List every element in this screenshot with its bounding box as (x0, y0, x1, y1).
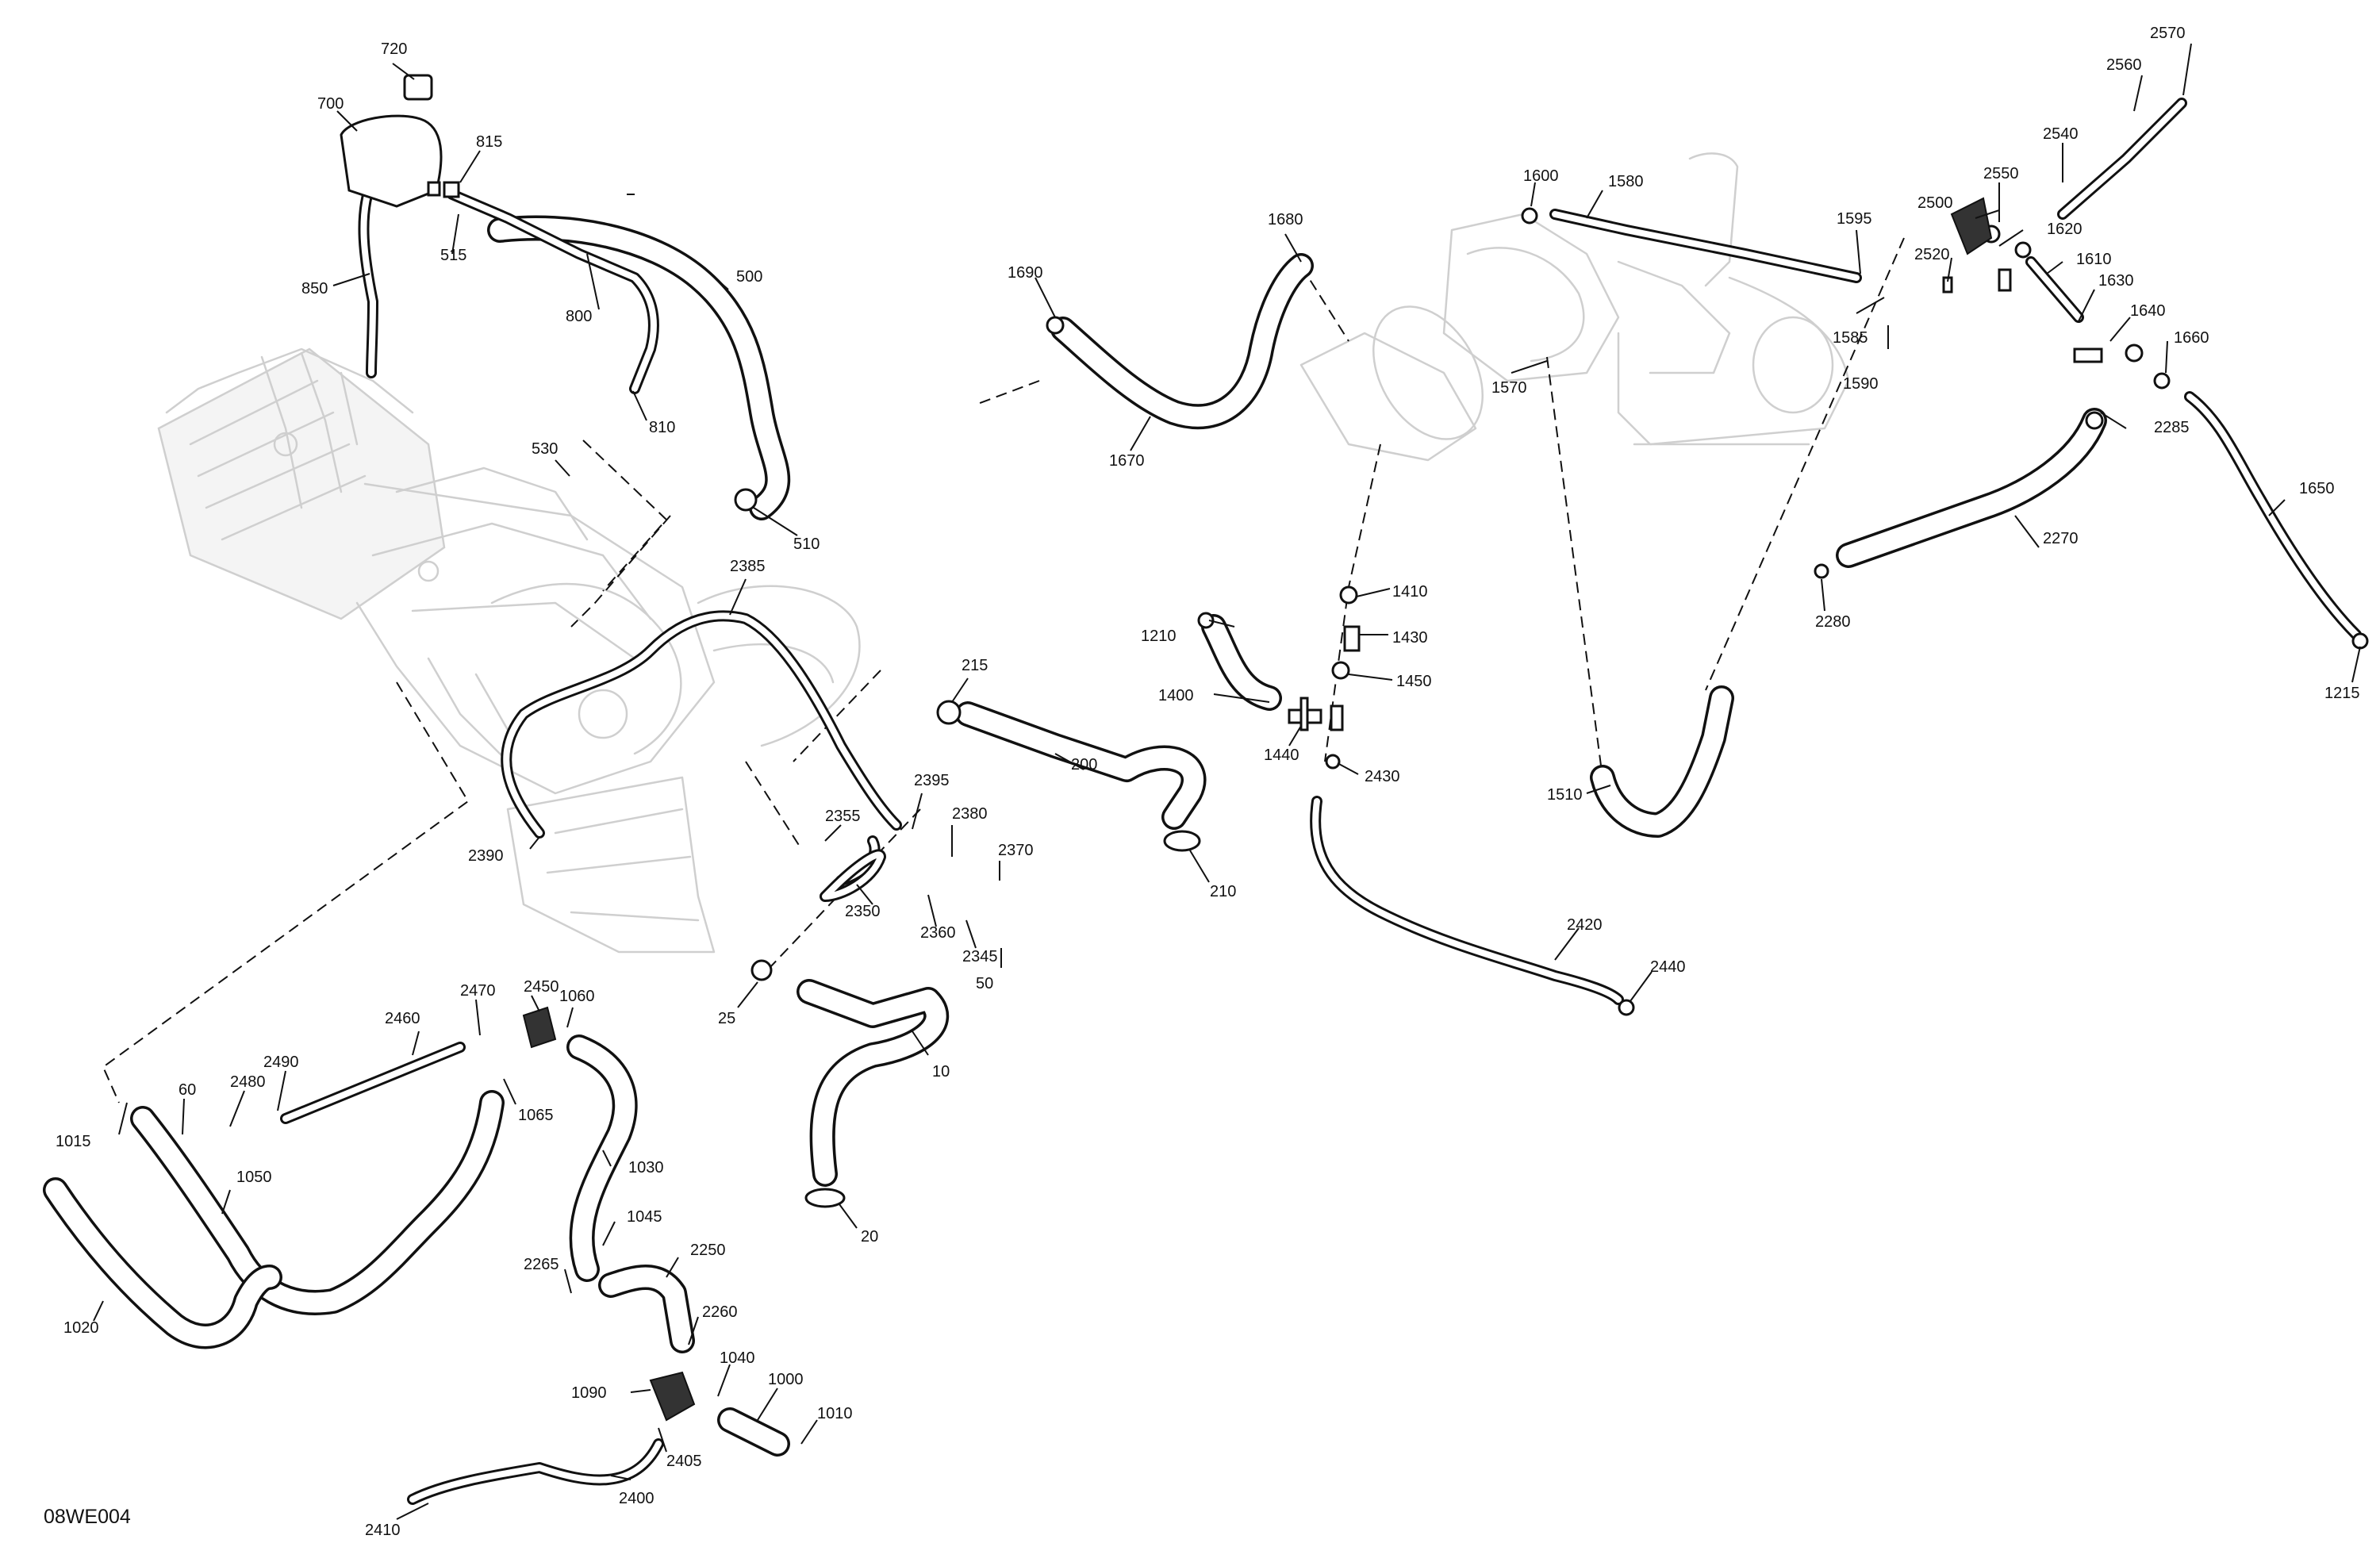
callout-1640: 1640 (2130, 302, 2166, 320)
callout-2480: 2480 (230, 1073, 266, 1091)
callout-2385: 2385 (730, 558, 766, 575)
callout-1430: 1430 (1392, 629, 1428, 647)
callout-1680: 1680 (1268, 211, 1303, 228)
callout-800: 800 (566, 308, 592, 325)
callout-2410: 2410 (365, 1522, 401, 1539)
callout-2560: 2560 (2106, 56, 2142, 74)
callout-2570: 2570 (2150, 25, 2186, 42)
thin-tubes (280, 98, 2362, 1505)
callout-1000: 1000 (768, 1371, 804, 1388)
callout-labels: 720 700 815 850 515 800 500 810 530 510 2385 2390 21… (56, 25, 2360, 1539)
callout-2430: 2430 (1365, 768, 1400, 785)
callout-2520: 2520 (1914, 246, 1950, 263)
callout-2390: 2390 (468, 847, 504, 865)
callout-10: 10 (932, 1063, 950, 1080)
callout-510: 510 (793, 535, 820, 553)
callout-2380: 2380 (952, 805, 988, 823)
callout-1090: 1090 (571, 1384, 607, 1402)
callout-1570: 1570 (1491, 379, 1527, 397)
callout-2405: 2405 (666, 1453, 702, 1470)
callout-1585: 1585 (1833, 329, 1868, 347)
callout-515: 515 (440, 247, 466, 264)
callout-1040: 1040 (720, 1349, 755, 1367)
callout-1060: 1060 (559, 988, 595, 1005)
callout-1440: 1440 (1264, 747, 1299, 764)
callout-1690: 1690 (1008, 264, 1043, 282)
callout-850: 850 (301, 280, 328, 297)
leader-lines (93, 43, 2361, 1520)
callout-1065: 1065 (518, 1107, 554, 1124)
callout-200: 200 (1071, 756, 1097, 773)
callout-1660: 1660 (2174, 329, 2209, 347)
callout-1010: 1010 (817, 1405, 853, 1422)
callout-2360: 2360 (920, 924, 956, 942)
callout-1610: 1610 (2076, 251, 2112, 268)
callout-60: 60 (178, 1081, 196, 1099)
callout-2540: 2540 (2043, 125, 2079, 143)
callout-500: 500 (736, 268, 762, 286)
callout-1030: 1030 (628, 1159, 664, 1176)
callout-1400: 1400 (1158, 687, 1194, 704)
callout-1410: 1410 (1392, 583, 1428, 601)
callout-2440: 2440 (1650, 958, 1686, 976)
callout-2395: 2395 (914, 772, 950, 789)
callout-2370: 2370 (998, 842, 1034, 859)
callout-1595: 1595 (1837, 210, 1872, 228)
callout-2345: 2345 (962, 948, 998, 965)
callout-1020: 1020 (63, 1319, 99, 1337)
callout-2550: 2550 (1983, 165, 2019, 182)
callout-1015: 1015 (56, 1133, 91, 1150)
callout-2400: 2400 (619, 1490, 654, 1507)
callout-2355: 2355 (825, 808, 861, 825)
callout-2285: 2285 (2154, 419, 2190, 436)
callout-1650: 1650 (2299, 480, 2335, 497)
callout-810: 810 (649, 419, 675, 436)
callout-2470: 2470 (460, 982, 496, 1000)
callout-2450: 2450 (524, 978, 559, 996)
callout-2500: 2500 (1917, 194, 1953, 212)
callout-50: 50 (976, 975, 993, 992)
callout-1215: 1215 (2324, 685, 2360, 702)
callout-20: 20 (861, 1228, 878, 1246)
ghost-engine-block (157, 347, 861, 954)
callout-2250: 2250 (690, 1242, 726, 1259)
ghost-exhaust-assembly (1299, 152, 1850, 462)
callout-1510: 1510 (1547, 786, 1583, 804)
callout-1050: 1050 (236, 1169, 272, 1186)
callout-1045: 1045 (627, 1208, 662, 1226)
callout-1590: 1590 (1843, 375, 1879, 393)
callout-1630: 1630 (2098, 272, 2134, 290)
callout-2420: 2420 (1567, 916, 1603, 934)
callout-2490: 2490 (263, 1054, 299, 1071)
callout-2265: 2265 (524, 1256, 559, 1273)
callout-1450: 1450 (1396, 673, 1432, 690)
drawing-code: 08WE004 (44, 1506, 131, 1528)
callout-815: 815 (476, 133, 502, 151)
callout-2280: 2280 (1815, 613, 1851, 631)
callout-210: 210 (1210, 883, 1236, 900)
callout-25: 25 (718, 1010, 735, 1027)
callout-1210: 1210 (1141, 628, 1177, 645)
callout-2270: 2270 (2043, 530, 2079, 547)
callout-2350: 2350 (845, 903, 881, 920)
callout-720: 720 (381, 40, 407, 58)
callout-2260: 2260 (702, 1303, 738, 1321)
callout-215: 215 (962, 657, 988, 674)
callout-1620: 1620 (2047, 221, 2082, 238)
callout-2460: 2460 (385, 1010, 420, 1027)
callout-1670: 1670 (1109, 452, 1145, 470)
callout-1600: 1600 (1523, 167, 1559, 185)
small-parts (340, 74, 2369, 1422)
hoses (43, 215, 2107, 1457)
callout-530: 530 (532, 440, 558, 458)
callout-700: 700 (317, 95, 344, 113)
callout-1580: 1580 (1608, 173, 1644, 190)
